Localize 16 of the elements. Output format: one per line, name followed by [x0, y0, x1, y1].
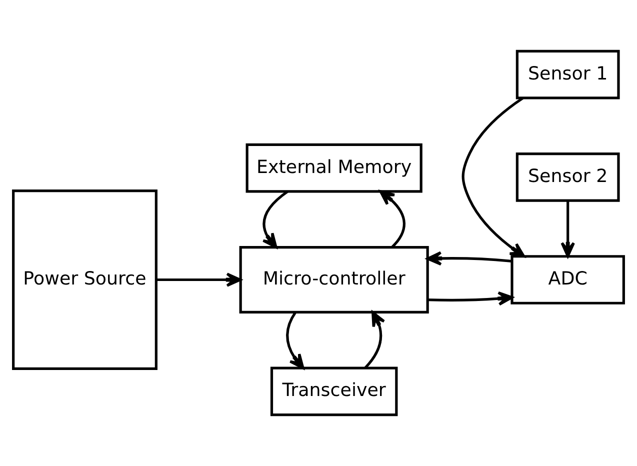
arrow [560, 200, 575, 258]
arrow [426, 251, 512, 266]
arrow [462, 97, 526, 258]
arrow [286, 312, 304, 370]
arrow [156, 272, 242, 287]
arrow [262, 190, 288, 248]
node-box: ADC [510, 255, 625, 304]
arrow [379, 190, 406, 248]
node-box: Micro-controller [239, 246, 429, 314]
node-box: Transceiver [270, 366, 398, 416]
node-box: Power Source [12, 190, 158, 370]
node-box: Sensor 1 [516, 50, 620, 100]
arrow [428, 291, 514, 306]
arrow [364, 311, 386, 369]
node-box: External Memory [246, 143, 422, 193]
node-box: Sensor 2 [516, 152, 620, 202]
